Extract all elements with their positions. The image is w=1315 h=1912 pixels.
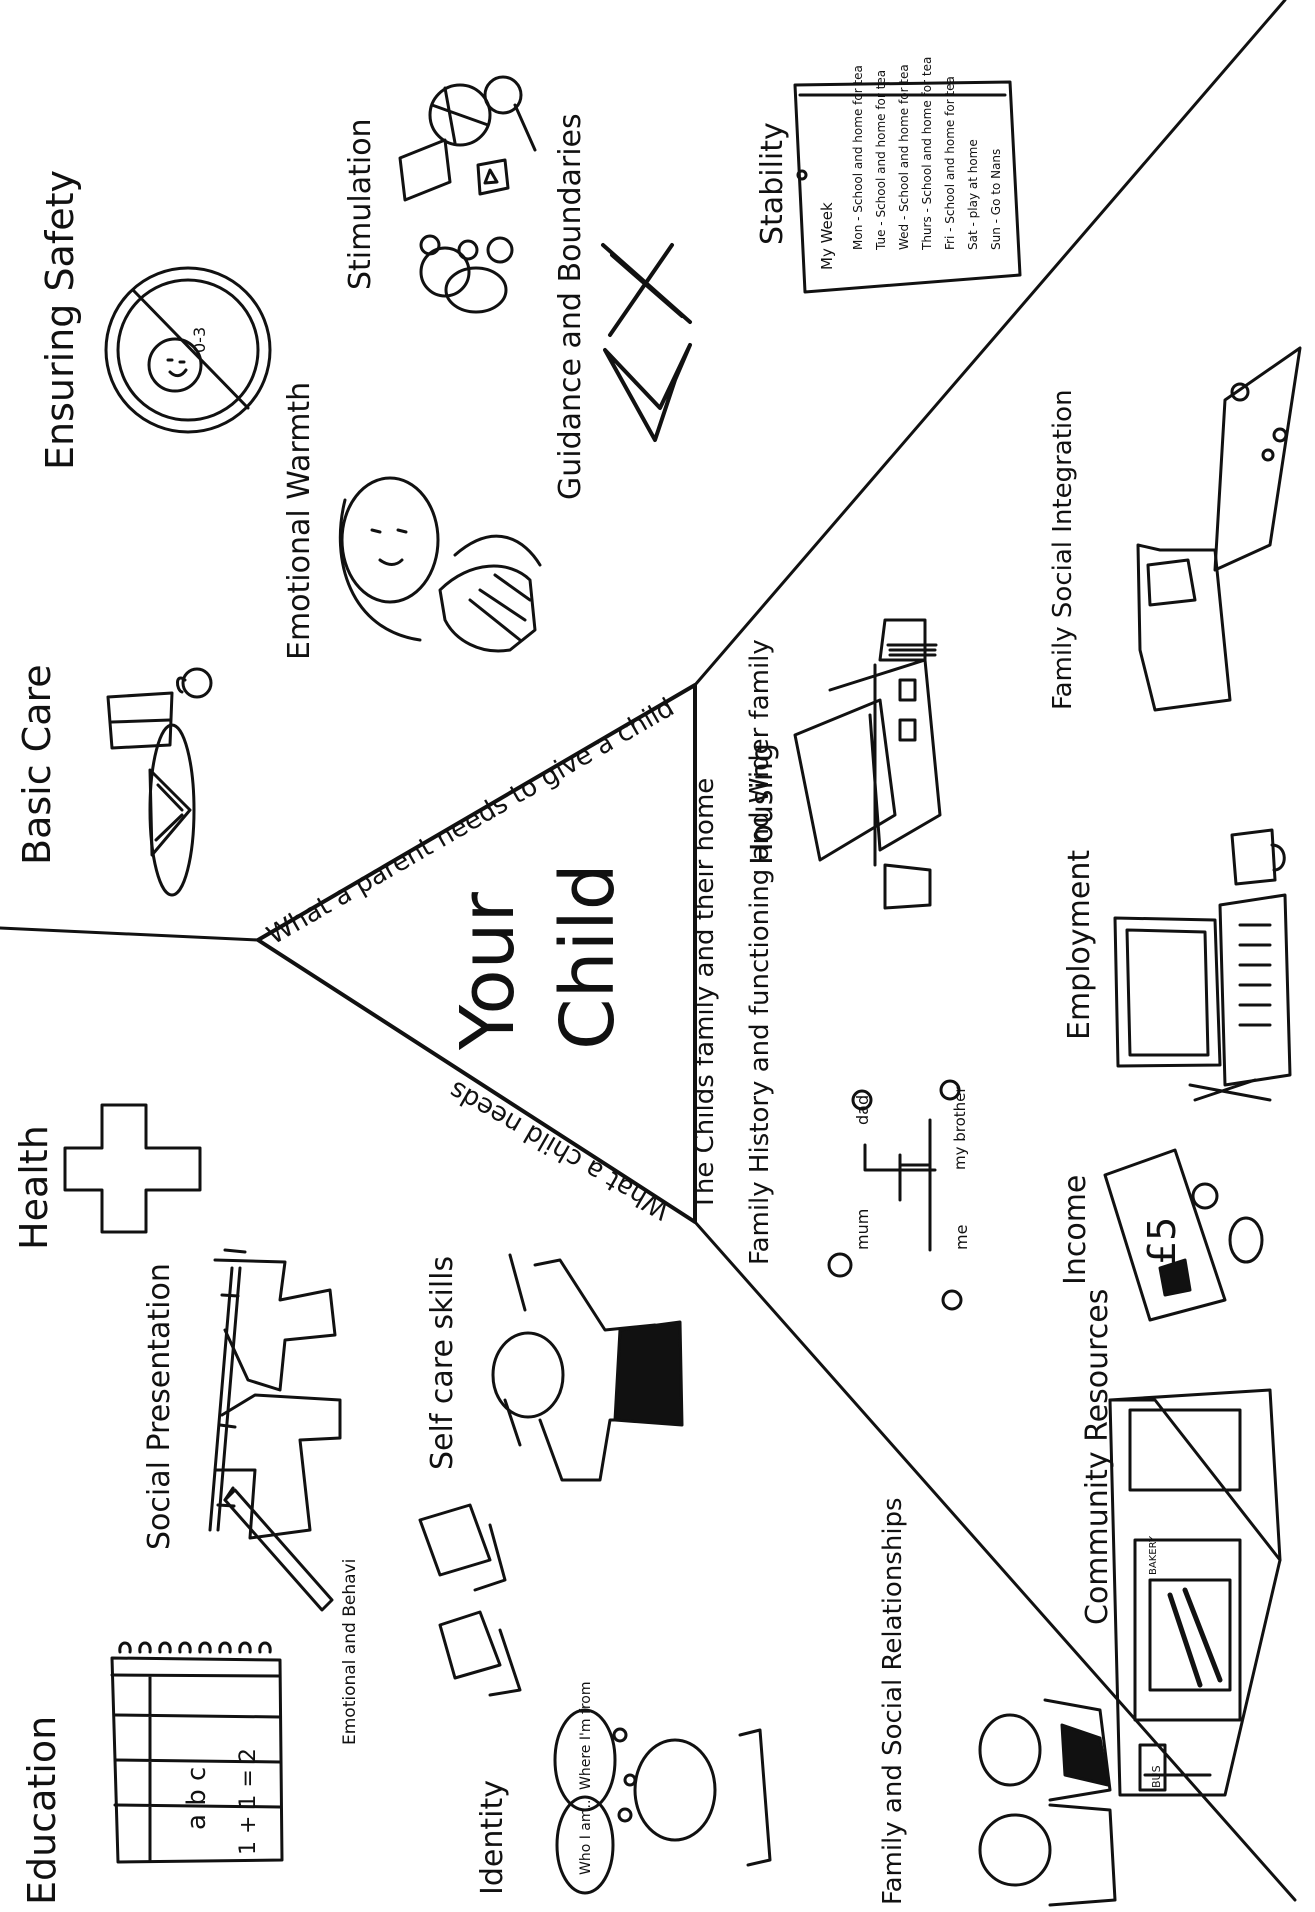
label-family-history: Family History and functioning and Wider…: [745, 639, 775, 1265]
schedule-row-3: Thurs - School and home for tea: [920, 57, 934, 251]
emotional-warmth-illustration: [338, 476, 542, 653]
ensuring-safety-illustration: [104, 266, 272, 434]
community-illustration: [1108, 1388, 1282, 1797]
family-social-illustration: [978, 1698, 1117, 1907]
schedule-row-1: Tue - School and home for tea: [874, 70, 888, 251]
label-community-resources: Community Resources: [1080, 1288, 1115, 1625]
label-emotional-behaviour: Emotional and Behavi: [340, 1558, 360, 1745]
triangle-side-bottom: The Childs family and their home: [690, 777, 720, 1210]
pencil-illustration: [223, 1486, 334, 1612]
label-selfcare-skills: Self care skills: [425, 1255, 460, 1470]
label-employment: Employment: [1062, 849, 1097, 1040]
center-word-your: Your: [445, 892, 531, 1050]
label-stimulation: Stimulation: [343, 118, 378, 290]
label-social-presentation: Social Presentation: [142, 1263, 177, 1550]
health-illustration: [63, 1103, 202, 1234]
label-family-social-relationships: Family and Social Relationships: [878, 1497, 908, 1905]
basic-care-illustration: [106, 667, 213, 897]
employment-illustration: [1113, 828, 1292, 1102]
label-housing: Housing: [745, 743, 780, 865]
education-illustration: [110, 1641, 284, 1864]
emotional-behaviour-illustration: [418, 1503, 522, 1697]
selfcare-illustration: [491, 1253, 684, 1482]
schedule-row-6: Sun - Go to Nans: [989, 149, 1003, 250]
bus-sign-text: BUS: [1150, 1765, 1163, 1788]
stimulation-illustration: [398, 75, 537, 314]
family-social-integration-illustration: [1136, 346, 1302, 712]
worksheet-sum-text: 1 + 1 = 2: [236, 1748, 261, 1855]
divider-bottom: [693, 1220, 1297, 1902]
label-guidance: Guidance and Boundaries: [553, 113, 588, 500]
housing-illustration: [793, 618, 942, 910]
money-symbol-text: £5: [1140, 1217, 1184, 1265]
stability-illustration: [793, 80, 1022, 294]
label-emotional-warmth: Emotional Warmth: [282, 381, 317, 660]
family-tree-illustration: [827, 1079, 963, 1311]
divider-top-left: [0, 926, 260, 942]
label-health: Health: [12, 1125, 56, 1250]
tree-mum-text: mum: [853, 1209, 872, 1250]
schedule-row-5: Sat - play at home: [966, 139, 980, 250]
schedule-row-0: Mon - School and home for tea: [851, 65, 865, 250]
label-income: Income: [1058, 1174, 1093, 1285]
shop-sign-text: BAKERY: [1148, 1535, 1159, 1575]
tree-brother-text: my brother: [951, 1086, 969, 1170]
worksheet-abc-text: a b c: [182, 1767, 212, 1830]
central-triangle: [256, 683, 697, 1224]
social-presentation-illustration: [208, 1248, 342, 1540]
label-family-social-integration: Family Social Integration: [1048, 389, 1078, 710]
guidance-illustration: [601, 243, 692, 442]
schedule-title: My Week: [818, 202, 836, 270]
label-education: Education: [20, 1715, 64, 1905]
identity-illustration: [553, 1708, 772, 1895]
label-ensuring-safety: Ensuring Safety: [38, 170, 82, 470]
label-identity: Identity: [475, 1780, 510, 1895]
identity-bubble-1: Who I am...: [578, 1795, 594, 1875]
label-stability: Stability: [755, 122, 790, 245]
divider-right: [693, 0, 1287, 687]
label-basic-care: Basic Care: [15, 664, 59, 865]
center-word-child: Child: [545, 863, 631, 1050]
identity-bubble-2: Where I'm from: [578, 1682, 594, 1791]
safety-sign-age: 0-3: [190, 327, 209, 353]
schedule-row-2: Wed - School and home for tea: [897, 64, 911, 250]
tree-dad-text: dad: [853, 1095, 872, 1125]
schedule-row-4: Fri - School and home for tea: [943, 76, 957, 250]
income-illustration: [1103, 1148, 1264, 1322]
tree-me-text: me: [952, 1225, 971, 1250]
